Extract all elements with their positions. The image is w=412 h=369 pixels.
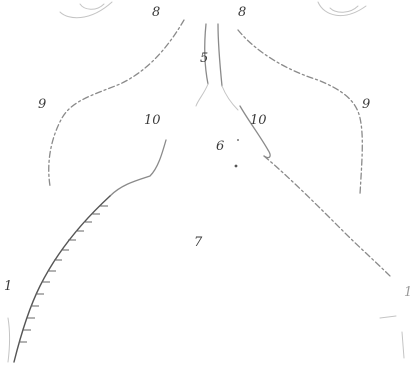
left-stub — [8, 318, 10, 362]
top-right-lobe-inner — [330, 6, 358, 12]
label-9-right: 9 — [362, 97, 370, 112]
top-right-lobe-outline — [318, 2, 366, 16]
left-hatch-marks — [19, 206, 108, 342]
label-1-right: 1 — [404, 285, 412, 300]
dot-marker — [235, 165, 238, 168]
top-left-lobe-inner — [80, 4, 104, 9]
label-7: 7 — [194, 235, 203, 250]
label-6: 6 — [216, 139, 224, 154]
label-10-left: 10 — [144, 113, 161, 128]
label-1-left: 1 — [4, 279, 12, 294]
dot-marker — [237, 139, 239, 141]
left-inner-contour — [110, 140, 166, 196]
central-stem-right — [218, 24, 222, 86]
left-hatched-contour — [14, 196, 110, 362]
label-5: 5 — [200, 51, 208, 66]
right-diagonal-contour — [264, 156, 392, 278]
label-8-right: 8 — [238, 5, 246, 20]
label-10-right: 10 — [250, 113, 267, 128]
central-stem-fork — [196, 84, 238, 110]
label-9-left: 9 — [38, 97, 46, 112]
right-edge-mark — [402, 332, 404, 358]
right-lower-mark — [380, 316, 396, 318]
left-outer-contour — [49, 20, 184, 186]
label-8-left: 8 — [152, 5, 160, 20]
right-outer-contour — [238, 30, 362, 194]
